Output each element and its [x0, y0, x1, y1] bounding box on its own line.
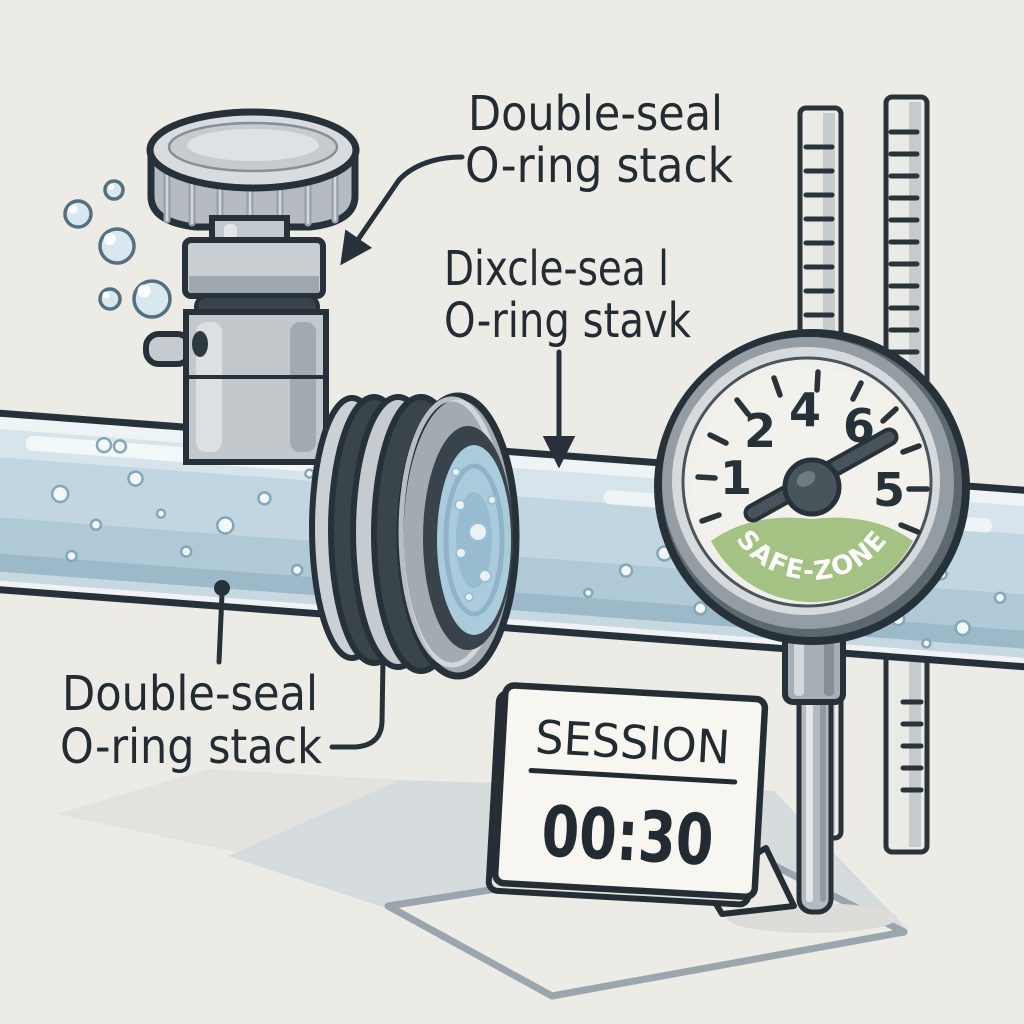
gauge-number: 5: [873, 463, 905, 517]
label-bottom-line1: Double-seal: [62, 666, 318, 722]
valve-knob-face: [187, 129, 319, 161]
label-top-line2: O-ring stack: [465, 138, 733, 194]
pressure-gauge: SAFE-ZONE 1 2 4 6 5: [654, 329, 970, 645]
session-title: SESSION: [534, 710, 732, 775]
label-middle-line1: Dixcle-sea l: [444, 241, 669, 297]
escaping-bubbles: [63, 179, 172, 319]
valve-collar-band: [189, 276, 319, 293]
gauge-hub: [782, 457, 842, 517]
valve: [143, 108, 360, 465]
leader-bottom-line1: [216, 591, 225, 665]
oring-flange: [309, 392, 520, 680]
post-highlight: [806, 658, 813, 902]
valve-knurl-highlights: [165, 168, 337, 228]
label-middle-line2: O-ring stavk: [444, 293, 691, 349]
post-shade: [820, 658, 826, 902]
leader-bottom-dot: [214, 580, 230, 596]
gauge-number: 2: [744, 404, 776, 458]
session-card: SESSION 00:30: [485, 682, 797, 917]
leader-top-arrow: [340, 154, 465, 266]
label-top-line1: Double-seal: [468, 86, 723, 142]
flange-opening-bubbles: [451, 467, 497, 602]
post-collar-highlight: [794, 634, 804, 696]
gauge-number: 4: [789, 383, 821, 437]
valve-body-shade: [290, 322, 316, 452]
card-face: [491, 682, 769, 900]
gauge-number: 1: [720, 451, 752, 505]
session-time: 00:30: [539, 790, 715, 881]
post-collar-shade: [824, 634, 834, 696]
valve-port-pin: [192, 331, 208, 357]
label-bottom-line2: O-ring stack: [60, 719, 322, 775]
gauge-safe-zone: [711, 517, 913, 603]
card-divider: [528, 768, 738, 785]
gauge-post: [782, 625, 846, 915]
ruler-right-ticks-lower: [900, 699, 924, 793]
flange-opening-ring: [443, 463, 505, 617]
gauge-ticks: [695, 369, 930, 535]
annotations: Double-seal O-ring stack Dixcle-sea l O-…: [60, 86, 733, 775]
gauge-hub-highlight: [796, 471, 816, 487]
pipe-outline: [0, 407, 1024, 673]
leader-bottom-line2: [329, 657, 386, 750]
